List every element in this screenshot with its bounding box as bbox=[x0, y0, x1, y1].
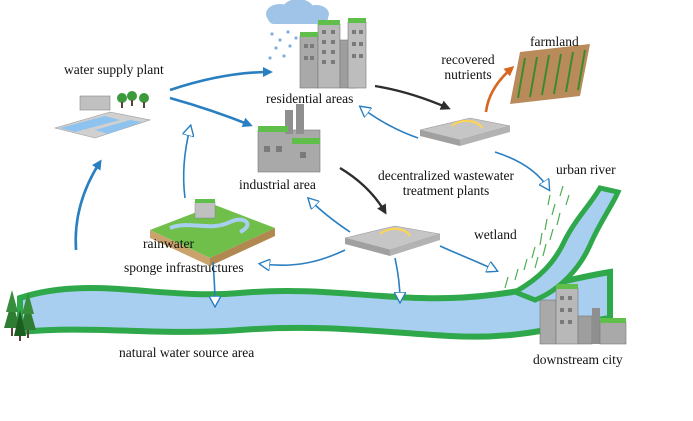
label-recovered-nutrients: recovered nutrients bbox=[432, 52, 504, 82]
label-urban-river: urban river bbox=[556, 162, 616, 177]
label-dwtp-line1: decentralized wastewater bbox=[377, 168, 515, 183]
urban-river bbox=[504, 185, 622, 303]
tree-icon bbox=[4, 290, 36, 341]
wetland-reeds bbox=[504, 185, 570, 289]
industrial-building-icon bbox=[257, 104, 321, 173]
label-rainwater: rainwater bbox=[143, 236, 194, 251]
label-residential-areas: residential areas bbox=[266, 91, 354, 106]
label-wetland: wetland bbox=[474, 227, 517, 242]
label-dwtp-line2: treatment plants bbox=[402, 183, 490, 198]
sponge-infrastructure-icon bbox=[150, 199, 275, 266]
label-recovered-line1: recovered bbox=[441, 52, 495, 67]
label-sponge-infrastructures: sponge infrastructures bbox=[124, 260, 244, 275]
downstream-city-icon bbox=[539, 284, 627, 345]
label-industrial-area: industrial area bbox=[239, 177, 316, 192]
flow-arrows-reclaimed bbox=[184, 108, 548, 304]
treatment-plant-icon bbox=[344, 225, 441, 256]
treatment-plant-icon bbox=[419, 117, 511, 146]
rain-cloud-icon bbox=[266, 0, 329, 60]
flow-arrows-blue bbox=[74, 67, 273, 251]
label-natural-water-source-area: natural water source area bbox=[119, 345, 255, 360]
farmland-icon bbox=[510, 44, 590, 104]
label-downstream-city: downstream city bbox=[533, 352, 623, 367]
label-farmland: farmland bbox=[530, 34, 579, 49]
residential-buildings bbox=[299, 18, 367, 89]
label-water-supply-plant: water supply plant bbox=[64, 62, 164, 77]
flow-arrow-orange bbox=[484, 66, 515, 113]
label-nutrients-line2: nutrients bbox=[444, 67, 492, 82]
water-supply-plant-icon bbox=[53, 91, 152, 139]
flow-arrows-dark bbox=[339, 84, 451, 215]
main-river bbox=[17, 268, 613, 340]
label-decentralized-wwtp: decentralized wastewater treatment plant… bbox=[362, 168, 530, 198]
